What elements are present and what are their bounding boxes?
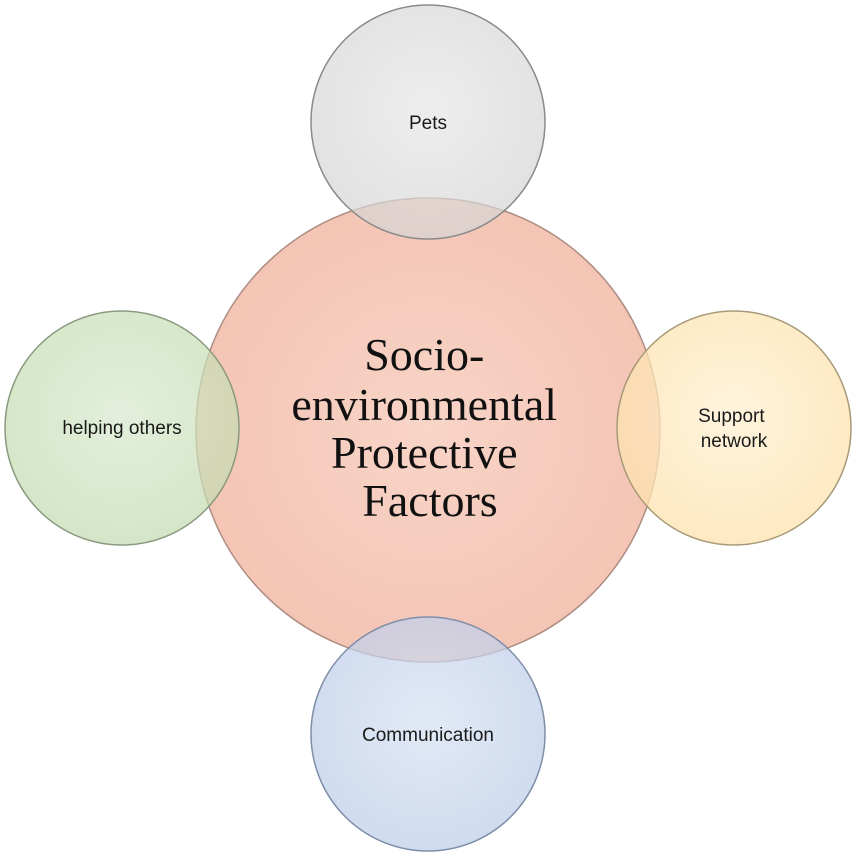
- center-label-line-3: Protective: [331, 427, 518, 478]
- center-label: Socio- environmental Protective Factors: [291, 329, 568, 526]
- center-label-line-2: environmental: [291, 379, 557, 430]
- top-label-line: Pets: [409, 113, 447, 134]
- top-label: Pets: [409, 113, 447, 134]
- bottom-circle: [310, 616, 546, 852]
- right-label-line-1: Support: [698, 406, 765, 427]
- center-label-line-4: Factors: [362, 475, 497, 526]
- bottom-label-line: Communication: [362, 725, 494, 746]
- left-circle: [4, 310, 240, 546]
- right-circle: [616, 310, 852, 546]
- left-label-line: helping others: [62, 418, 181, 439]
- top-circle: [310, 4, 546, 240]
- left-label: helping others: [62, 418, 181, 439]
- bottom-label: Communication: [362, 725, 494, 746]
- right-label-line-2: network: [701, 431, 768, 452]
- center-label-line-1: Socio-: [364, 329, 484, 380]
- right-label: Support network: [698, 406, 770, 452]
